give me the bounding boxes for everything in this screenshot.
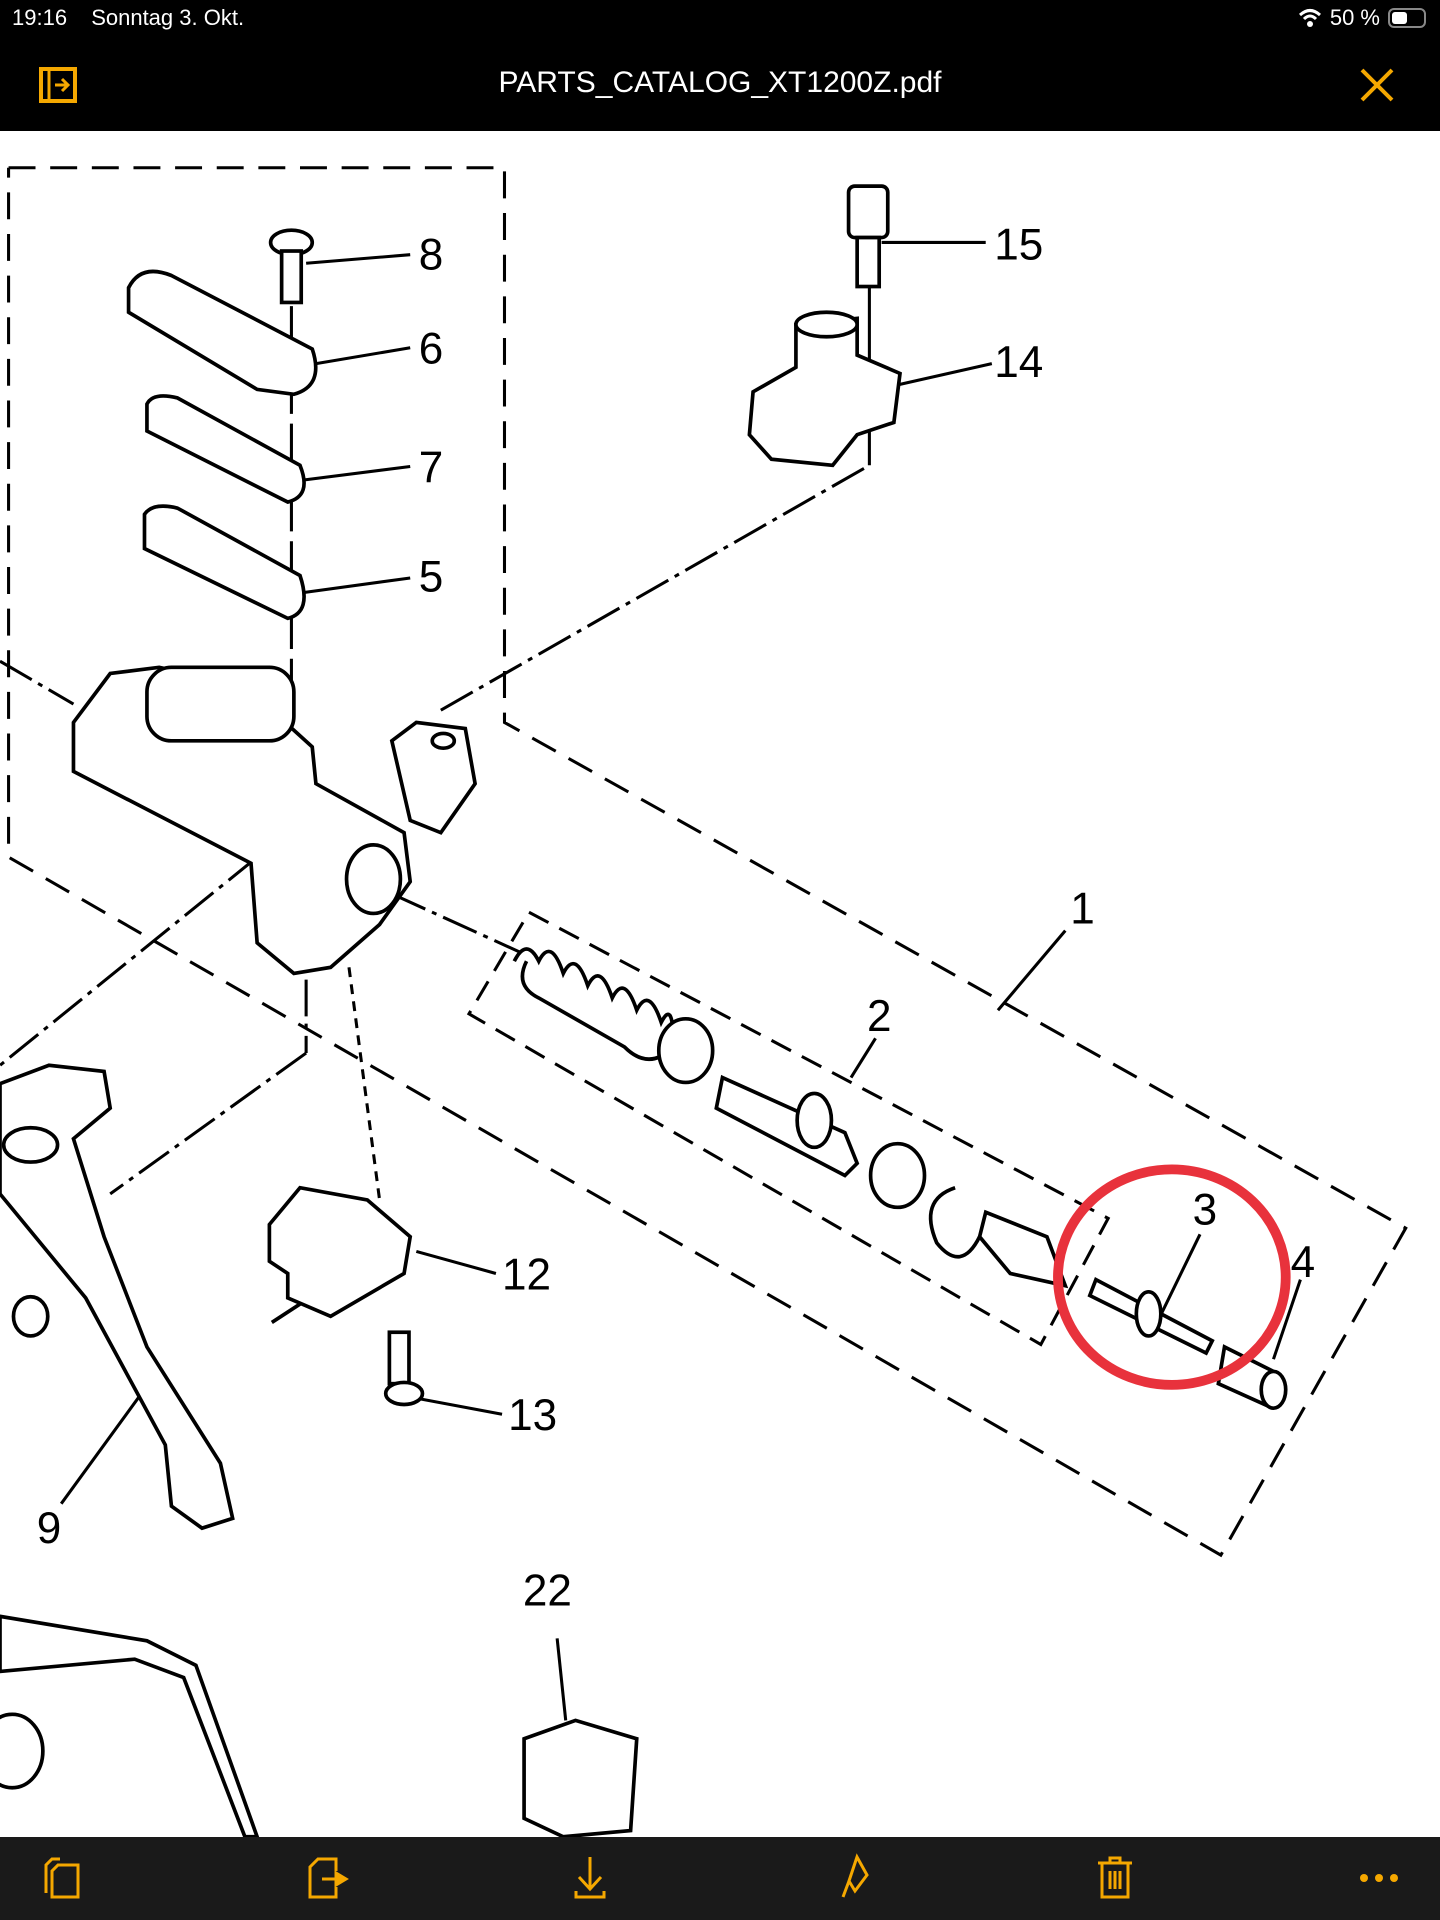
part-label-6: 6: [419, 325, 444, 374]
part-label-14: 14: [994, 338, 1043, 387]
part-label-22: 22: [523, 1566, 572, 1615]
highlight-circle: [1053, 1164, 1291, 1390]
part-label-9: 9: [37, 1504, 62, 1553]
bottom-toolbar: [0, 1837, 1440, 1920]
sidebar-toggle-icon[interactable]: [36, 62, 82, 108]
close-icon[interactable]: [1354, 62, 1400, 108]
part-label-12: 12: [502, 1250, 551, 1299]
status-date: Sonntag 3. Okt.: [91, 5, 245, 30]
battery-icon: [1388, 8, 1426, 28]
pages-icon[interactable]: [36, 1853, 86, 1903]
status-time: 19:16: [12, 5, 68, 30]
part-label-3: 3: [1193, 1185, 1218, 1234]
wifi-icon: [1298, 9, 1321, 27]
part-label-2: 2: [867, 992, 892, 1041]
part-label-5: 5: [419, 552, 444, 601]
document-title: PARTS_CATALOG_XT1200Z.pdf: [498, 66, 942, 99]
part-label-4: 4: [1291, 1238, 1316, 1287]
part-label-15: 15: [994, 221, 1043, 270]
download-icon[interactable]: [565, 1853, 615, 1903]
assembly-boundary: [7, 166, 1408, 1558]
kit-boundary: [466, 910, 1111, 1347]
part-label-8: 8: [419, 230, 444, 279]
nav-bar: PARTS_CATALOG_XT1200Z.pdf: [0, 38, 1440, 131]
part-label-1: 1: [1070, 884, 1095, 933]
part-label-7: 7: [419, 443, 444, 492]
export-icon[interactable]: [302, 1853, 352, 1903]
annotate-icon[interactable]: [829, 1853, 879, 1903]
part-label-13: 13: [508, 1391, 557, 1440]
parts-drawings: [0, 184, 1288, 1839]
status-bar: 19:16 Sonntag 3. Okt. 50 %: [0, 0, 1440, 38]
trash-icon[interactable]: [1090, 1853, 1140, 1903]
more-icon[interactable]: [1354, 1853, 1404, 1903]
battery-percent: 50 %: [1329, 5, 1380, 30]
